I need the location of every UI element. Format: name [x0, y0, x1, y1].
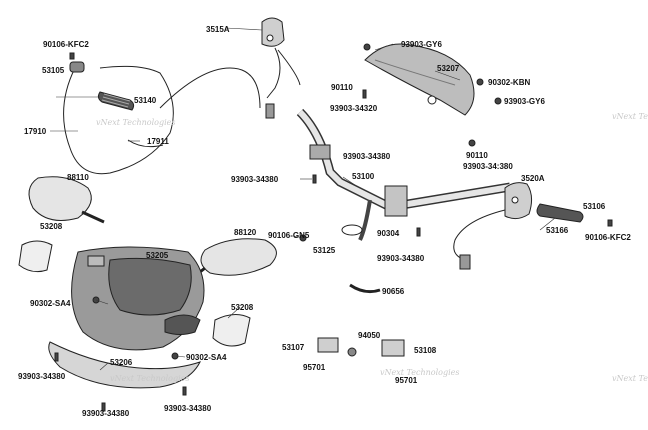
part-label-53140: 53140 — [134, 96, 157, 105]
part-label-90106-kfc2: 90106-KFC2 — [43, 40, 89, 49]
part-label-94050: 94050 — [358, 331, 381, 340]
watermark: vNext Technologies — [612, 112, 648, 121]
part-label-93903-34380-4: 93903-34380 — [377, 254, 425, 263]
wire-band — [349, 283, 381, 294]
right-side-pad — [212, 314, 251, 347]
part-label-93903-gy6: 93903-GY6 — [401, 40, 442, 49]
part-label-95701: 95701 — [303, 363, 326, 372]
part-label-88110: 88110 — [67, 173, 89, 182]
part-label-53166: 53166 — [546, 226, 569, 235]
part-label-93903-34320: 93903-34320 — [330, 104, 378, 113]
left-switch-housing — [261, 17, 301, 119]
left-mirror — [28, 176, 105, 224]
nut — [347, 347, 357, 357]
left-side-pad — [18, 240, 53, 273]
light-switch-knob — [381, 339, 405, 357]
part-label-53207: 53207 — [437, 64, 460, 73]
watermark: vNext Technologies — [612, 374, 648, 383]
watermark: vNext Technologies — [110, 374, 190, 383]
part-label-90106-gn5: 90106-GN5 — [268, 231, 310, 240]
part-label-90302-sa4: 90302-SA4 — [30, 299, 71, 308]
part-label-90110: 90110 — [331, 83, 353, 92]
part-label-93903-34380: 93903-34380 — [343, 152, 391, 161]
part-label-93903-34380-6: 93903-34380 — [82, 409, 130, 418]
right-switch-housing — [453, 182, 533, 270]
part-label-53105: 53105 — [42, 66, 65, 75]
part-label-53107: 53107 — [282, 343, 305, 352]
front-handle-cover — [71, 246, 205, 351]
watermark: vNext Technologies — [380, 368, 460, 377]
handlebar-pipe — [296, 108, 511, 241]
part-label-53125: 53125 — [313, 246, 336, 255]
screws — [54, 43, 613, 412]
part-label-53208: 53208 — [40, 222, 63, 231]
part-label-93903-34380-7: 93903-34380 — [164, 404, 212, 413]
right-grip — [536, 203, 584, 223]
part-label-3520a: 3520A — [521, 174, 545, 183]
part-label-93903-34380-3: 93903-34380 — [231, 175, 279, 184]
part-label-88120: 88120 — [234, 228, 257, 237]
part-label-17911: 17911 — [147, 137, 169, 146]
part-label-90302-sa4-2: 90302-SA4 — [186, 353, 227, 362]
lower-handle-cover — [48, 341, 201, 389]
leader-lines — [50, 27, 556, 371]
part-label-53106: 53106 — [583, 202, 606, 211]
part-label-53205: 53205 — [146, 251, 169, 260]
right-mirror — [189, 238, 277, 282]
left-grip — [97, 91, 135, 111]
part-label-90302-kbn: 90302-KBN — [488, 78, 531, 87]
part-label-95701-2: 95701 — [395, 376, 418, 385]
part-label-53208-2: 53208 — [231, 303, 254, 312]
horn-switch-knob — [317, 337, 339, 353]
watermark: vNext Technologies — [96, 118, 176, 127]
part-label-53100: 53100 — [352, 172, 375, 181]
part-label-90106-kfc2-2: 90106-KFC2 — [585, 233, 631, 242]
rear-handle-cover — [364, 43, 475, 116]
part-label-90656: 90656 — [382, 287, 405, 296]
part-label-93903-34380-2: 93903-34:380 — [463, 162, 513, 171]
part-label-3515a: 3515A — [206, 25, 230, 34]
part-label-93903-gy6-2: 93903-GY6 — [504, 97, 545, 106]
part-label-90304: 90304 — [377, 229, 400, 238]
throttle-cables — [63, 61, 261, 175]
part-label-93903-34380-5: 93903-34380 — [18, 372, 66, 381]
part-label-53108: 53108 — [414, 346, 437, 355]
part-label-53206: 53206 — [110, 358, 133, 367]
part-label-90110-2: 90110 — [466, 151, 488, 160]
part-label-17910: 17910 — [24, 127, 47, 136]
